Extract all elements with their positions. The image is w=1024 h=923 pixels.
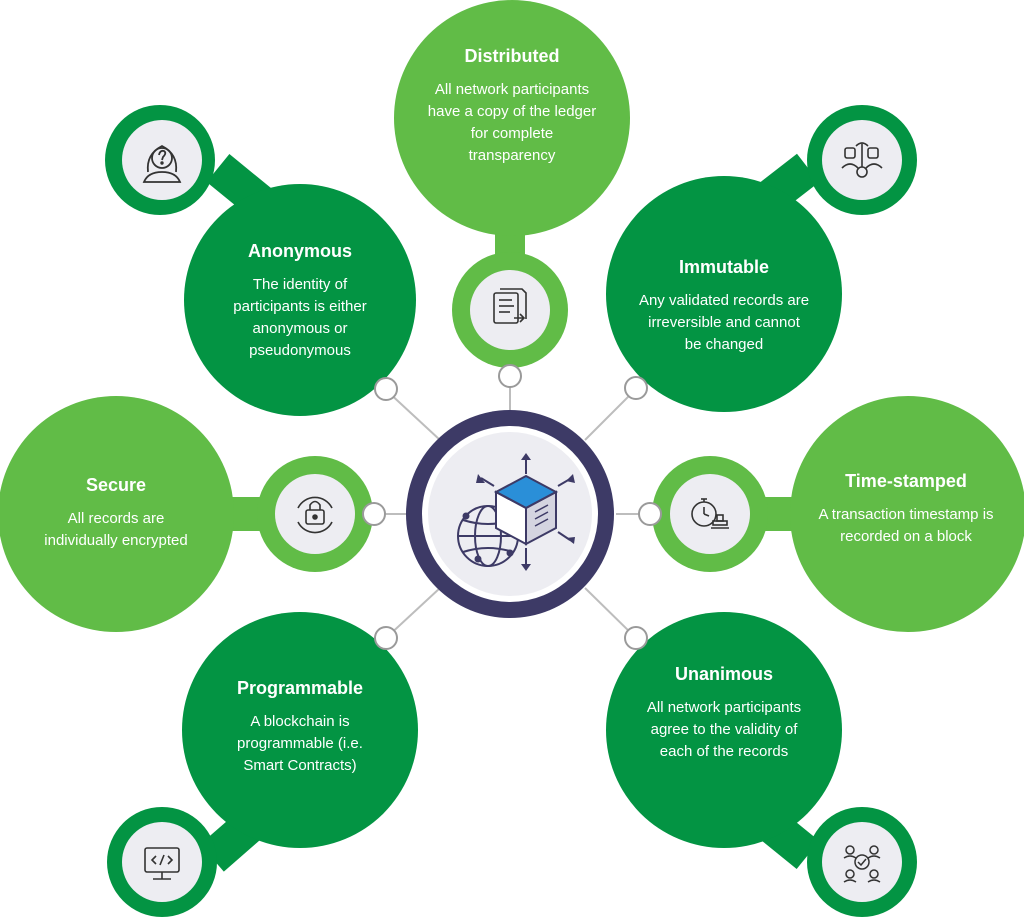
card-unanimous: Unanimous All network participants agree…	[624, 663, 824, 763]
card-title: Unanimous	[674, 664, 773, 684]
connector-nodes	[362, 364, 662, 650]
card-title: Programmable	[236, 678, 364, 698]
feature-immutable	[606, 105, 917, 412]
card-programmable: Programmable A blockchain is programmabl…	[200, 677, 400, 777]
card-description: All network participants have a copy of …	[427, 81, 597, 164]
card-title: Time-stamped	[845, 471, 967, 491]
feature-distributed	[394, 0, 630, 368]
feature-secure	[0, 396, 373, 632]
card-title: Secure	[85, 475, 147, 495]
card-description: The identity of participants is either a…	[233, 276, 367, 359]
connector-line	[385, 389, 441, 441]
card-distributed: Distributed All network participants hav…	[412, 45, 612, 167]
group-consensus-icon	[843, 845, 881, 883]
card-title: Distributed	[464, 46, 560, 66]
connector-node	[498, 364, 522, 388]
card-secure: Secure All records are individually encr…	[26, 474, 206, 552]
anonymous-user-icon	[142, 144, 182, 183]
connector-node	[374, 626, 398, 650]
padlock-icon	[297, 496, 333, 534]
card-time-stamped: Time-stamped A transaction timestamp is …	[806, 470, 1006, 548]
connector-line	[584, 388, 637, 441]
code-monitor-icon	[144, 847, 180, 880]
connector-node	[362, 502, 386, 526]
blockchain-cube-globe-icon	[457, 453, 575, 571]
locked-network-icon	[841, 142, 883, 178]
feature-anonymous	[105, 105, 416, 416]
feature-time-stamped	[652, 396, 1024, 632]
connector-node	[638, 502, 662, 526]
card-immutable: Immutable Any validated records are irre…	[624, 256, 824, 356]
document-ledger-icon	[493, 288, 527, 324]
feature-unanimous	[606, 612, 917, 917]
card-title: Immutable	[678, 257, 770, 277]
card-description: All network participants agree to the va…	[646, 699, 802, 760]
connector-line	[385, 587, 441, 639]
card-anonymous: Anonymous The identity of participants i…	[210, 240, 390, 362]
stopwatch-stamp-icon	[691, 498, 729, 529]
connector-node	[374, 377, 398, 401]
connector-node	[624, 376, 648, 400]
card-title: Anonymous	[247, 241, 352, 261]
card-description: Any validated records are irreversible a…	[638, 292, 810, 353]
card-description: A transaction timestamp is recorded on a…	[818, 506, 994, 545]
connector-node	[624, 626, 648, 650]
hub	[406, 410, 614, 618]
card-description: All records are individually encrypted	[44, 510, 188, 549]
card-description: A blockchain is programmable (i.e. Smart…	[237, 713, 363, 774]
